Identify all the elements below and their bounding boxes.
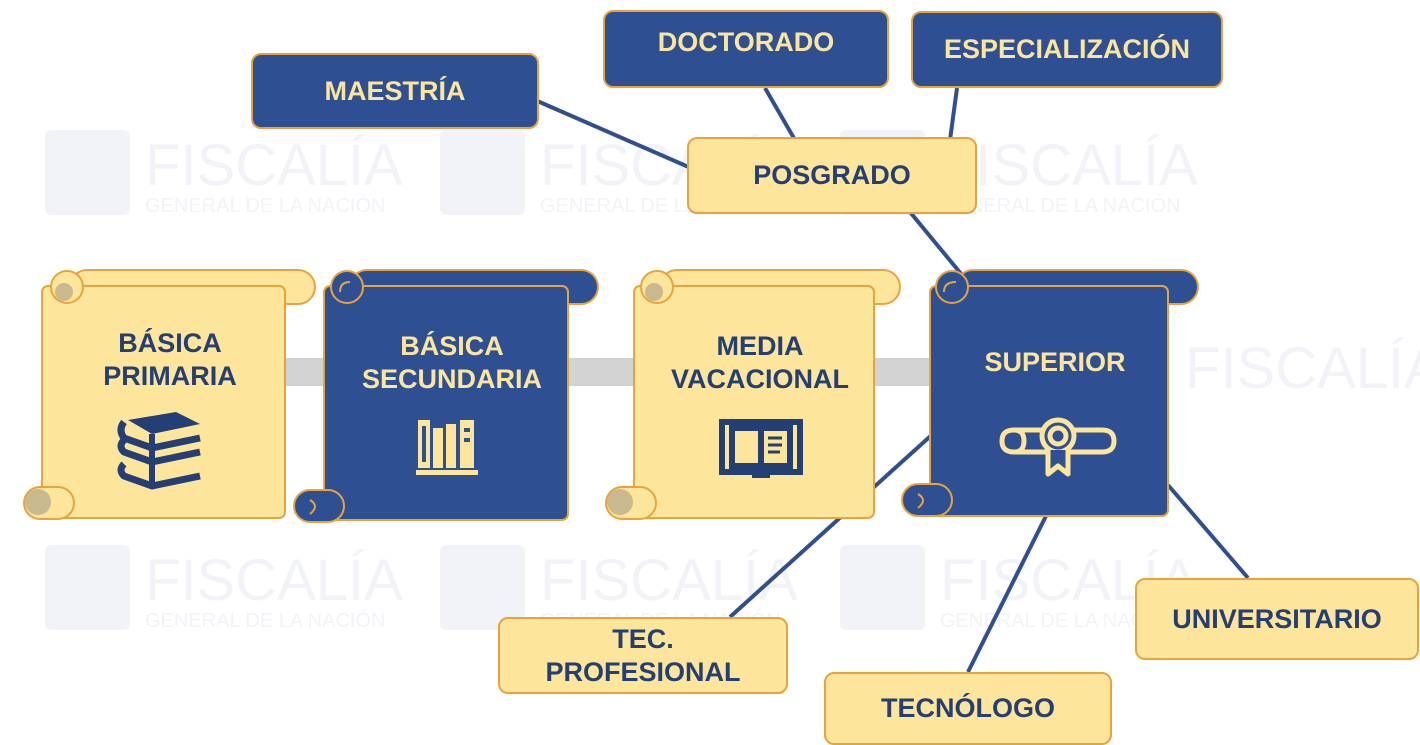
connector-tecnologo	[966, 511, 1050, 673]
box-especializacion: ESPECIALIZACIÓN	[911, 11, 1223, 88]
scroll-basica-secundaria	[293, 269, 599, 523]
scroll-superior	[901, 269, 1199, 517]
box-tec-profesional-line2: PROFESIONAL	[545, 656, 741, 687]
connector-especializacion	[948, 87, 959, 141]
books-stack-icon	[117, 412, 201, 490]
scroll-media-vacacional	[605, 269, 901, 520]
label-basica-secundaria: BÁSICA SECUNDARIA	[332, 330, 572, 396]
box-posgrado-label: POSGRADO	[753, 160, 911, 191]
box-tecnologo-label: TECNÓLOGO	[881, 693, 1055, 724]
scroll-basica-primaria	[23, 269, 316, 520]
label-basica-secundaria-line2: SECUNDARIA	[361, 363, 542, 394]
connector-universitario	[1166, 483, 1250, 580]
box-universitario-label: UNIVERSITARIO	[1172, 603, 1382, 634]
label-superior: SUPERIOR	[935, 346, 1175, 379]
box-tecnologo: TECNÓLOGO	[824, 672, 1112, 745]
label-media-vacacional: MEDIA VACACIONAL	[640, 330, 880, 396]
svg-text:FISCALÍA: FISCALÍA	[145, 133, 403, 198]
label-superior-line1: SUPERIOR	[984, 347, 1126, 377]
svg-text:GENERAL DE LA NACIÓN: GENERAL DE LA NACIÓN	[145, 609, 385, 632]
label-basica-secundaria-line1: BÁSICA	[400, 331, 504, 361]
connector-doctorado	[763, 87, 797, 141]
label-media-vacacional-line1: MEDIA	[716, 331, 804, 361]
svg-text:GENERAL DE LA NACIÓN: GENERAL DE LA NACIÓN	[940, 609, 1180, 632]
connectors	[534, 87, 1250, 673]
label-basica-primaria: BÁSICA PRIMARIA	[60, 327, 280, 393]
svg-text:FISCALÍA: FISCALÍA	[940, 133, 1198, 198]
box-universitario: UNIVERSITARIO	[1135, 578, 1419, 660]
label-basica-primaria-line2: PRIMARIA	[103, 360, 237, 391]
box-especializacion-label: ESPECIALIZACIÓN	[943, 34, 1191, 65]
svg-text:FISCALÍA: FISCALÍA	[1185, 336, 1420, 401]
svg-text:GENERAL DE LA NACIÓN: GENERAL DE LA NACIÓN	[940, 194, 1180, 217]
svg-text:GENERAL DE LA NACIÓN: GENERAL DE LA NACIÓN	[145, 194, 385, 217]
bookshelf-icon	[416, 420, 478, 475]
diploma-icon	[999, 417, 1117, 477]
box-tec-profesional: TEC. PROFESIONAL	[498, 617, 788, 694]
open-book-icon	[719, 419, 803, 478]
box-maestria-label: MAESTRÍA	[324, 75, 466, 106]
connector-posgrado-superior	[908, 210, 964, 277]
box-maestria: MAESTRÍA	[251, 53, 539, 129]
connector-tec-profesional	[728, 430, 937, 619]
box-doctorado: DOCTORADO	[603, 10, 889, 88]
connector-maestria	[534, 98, 701, 174]
label-basica-primaria-line1: BÁSICA	[118, 328, 222, 358]
svg-text:FISCALÍA: FISCALÍA	[145, 548, 403, 613]
label-media-vacacional-line2: VACACIONAL	[671, 363, 849, 394]
box-posgrado: POSGRADO	[687, 137, 977, 214]
svg-text:FISCALÍA: FISCALÍA	[540, 548, 798, 613]
box-tec-profesional-line1: TEC.	[612, 624, 674, 655]
box-doctorado-label: DOCTORADO	[657, 27, 835, 57]
